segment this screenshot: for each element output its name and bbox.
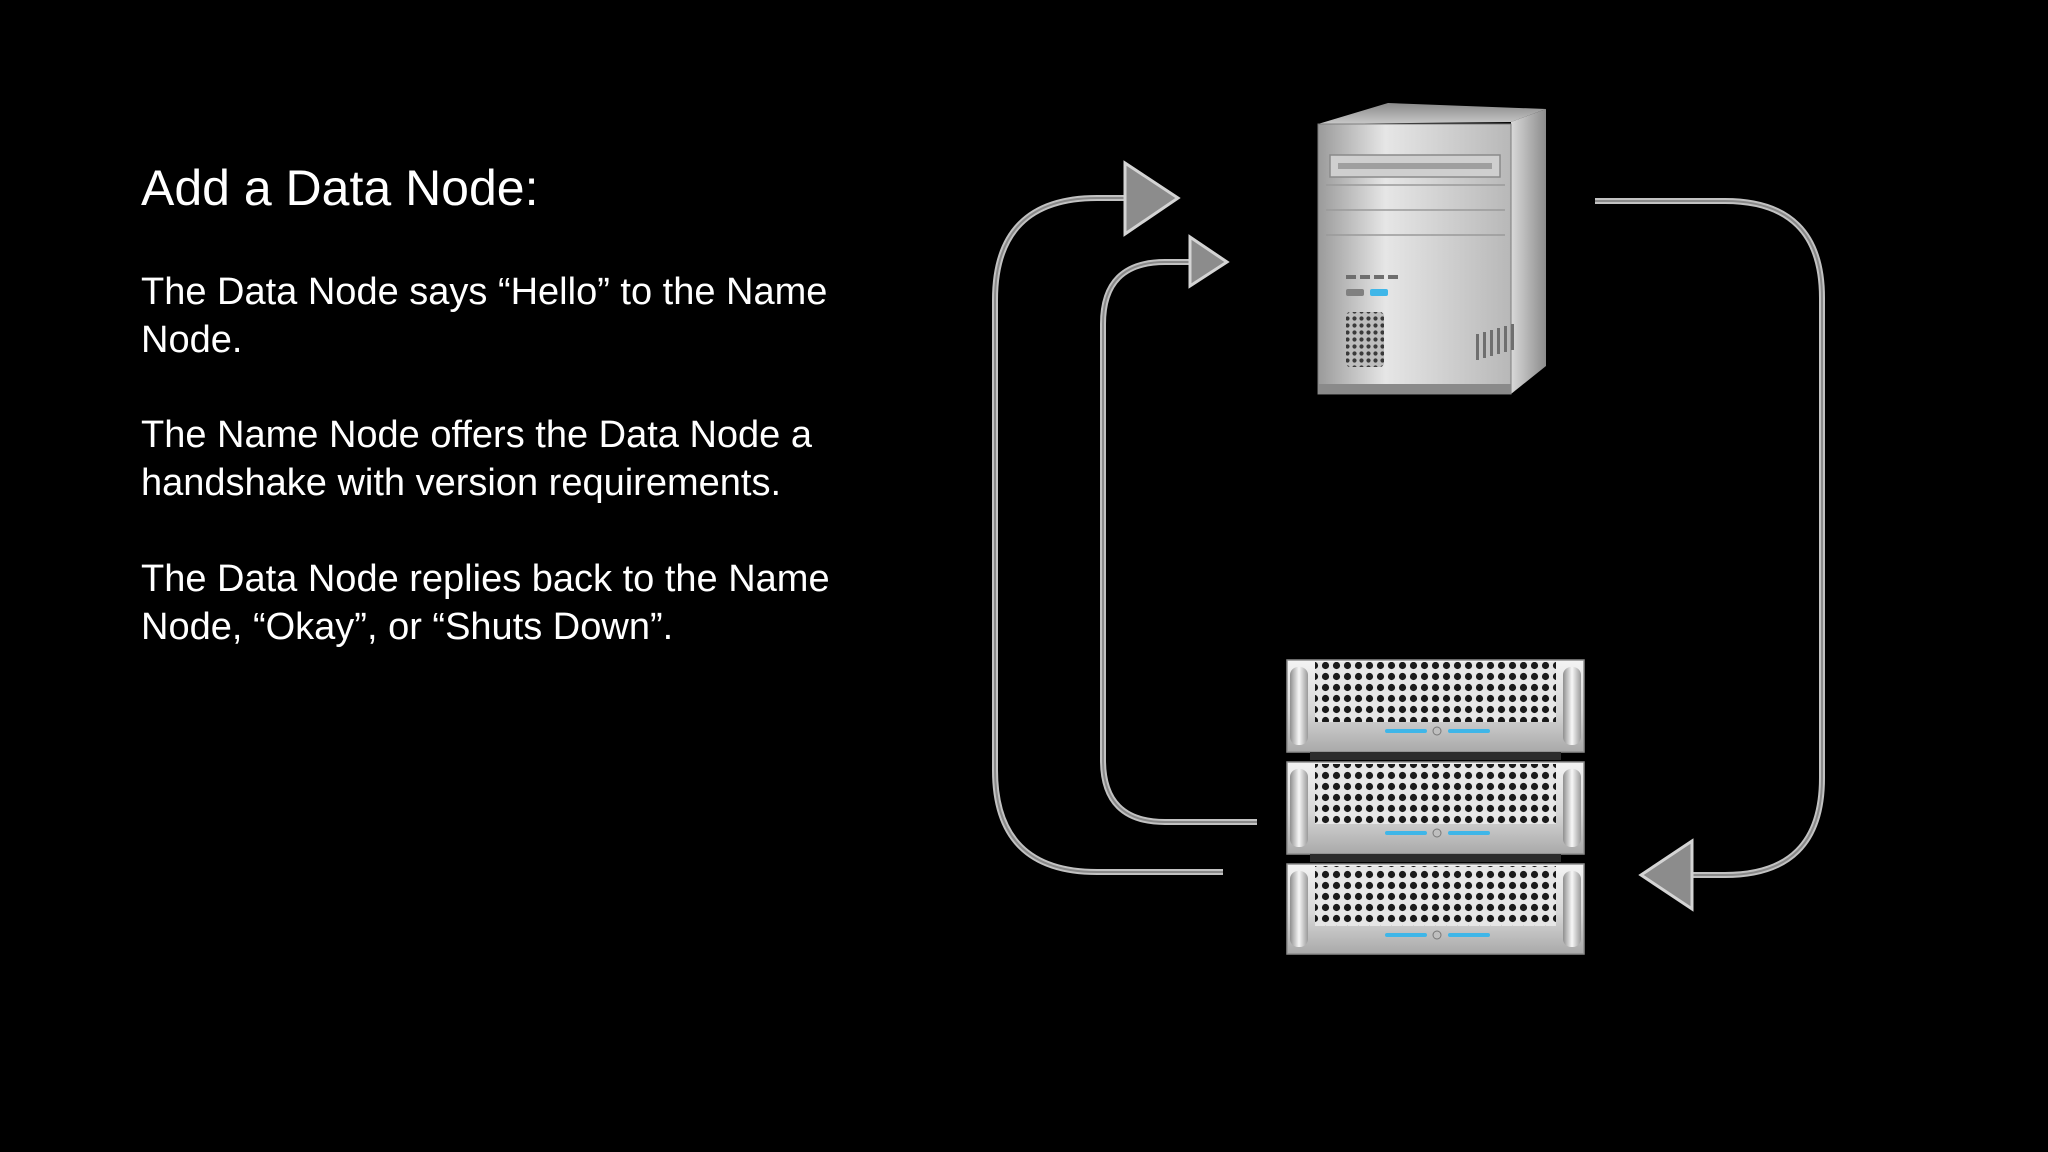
tower-server-icon — [1317, 103, 1546, 395]
hello-arrow — [992, 160, 1223, 875]
arrow-head-icon — [1188, 234, 1230, 289]
step-handshake: The Name Node offers the Data Node a han… — [141, 414, 813, 504]
rack-server-stack-icon — [1286, 659, 1585, 955]
slide-title: Add a Data Node: — [141, 160, 539, 216]
handshake-arrow — [1595, 198, 1825, 912]
rack-unit-3 — [1286, 863, 1585, 955]
arrow-head-icon — [1638, 838, 1694, 912]
reply-arrow — [1100, 234, 1257, 825]
step-reply: The Data Node replies back to the Name N… — [141, 558, 830, 648]
rack-unit-1 — [1286, 659, 1585, 760]
rack-unit-2 — [1286, 761, 1585, 862]
arrow-head-icon — [1123, 160, 1181, 237]
step-hello: The Data Node says “Hello” to the Name N… — [141, 271, 828, 361]
